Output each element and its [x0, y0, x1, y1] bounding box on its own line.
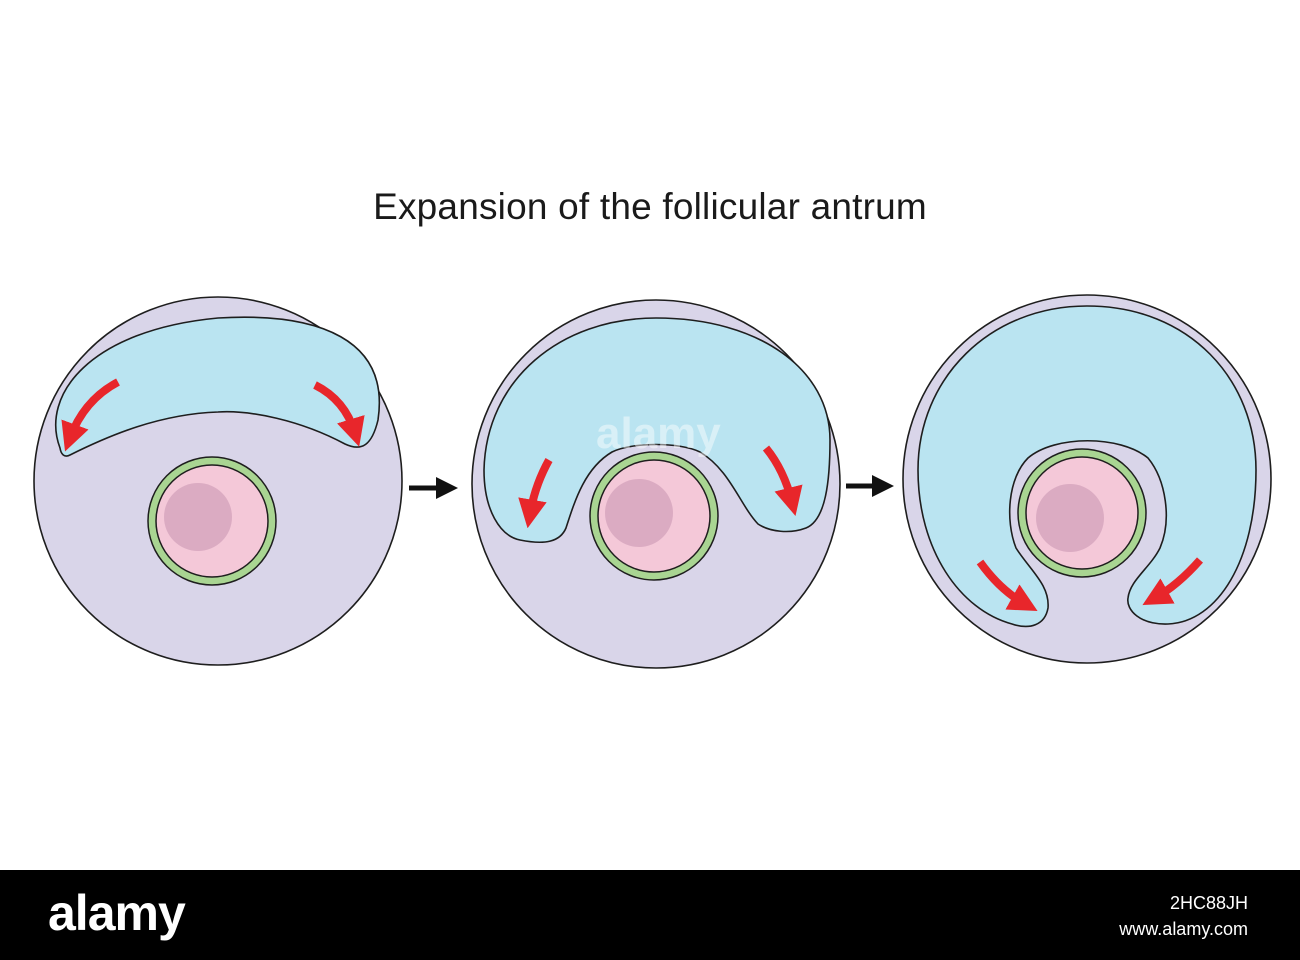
follicle-stage-1: [33, 296, 403, 666]
watermark: alamy: [596, 409, 721, 458]
follicular-antrum: [917, 305, 1257, 628]
footer-bar: alamy 2HC88JH www.alamy.com: [0, 870, 1300, 960]
follicular-antrum: [483, 317, 831, 544]
oocyte-nucleus: [164, 483, 232, 551]
stage-arrow-2: [846, 475, 894, 497]
stage-arrow-1: [409, 477, 458, 499]
red-arrow-left: [518, 458, 553, 529]
red-arrow-right: [1142, 557, 1204, 606]
red-arrow-left: [976, 559, 1038, 612]
footer-image-id: 2HC88JH: [1169, 893, 1248, 913]
footer-url: www.alamy.com: [1119, 919, 1248, 939]
follicle-diagram: alamy: [33, 294, 1272, 669]
follicle-stage-2: alamy: [471, 299, 841, 669]
oocyte-nucleus: [605, 479, 673, 547]
footer-image-info: 2HC88JH www.alamy.com: [1119, 890, 1248, 942]
red-arrow-right: [313, 381, 365, 447]
footer-logo: alamy: [48, 885, 186, 941]
diagram-title: Expansion of the follicular antrum: [373, 186, 927, 227]
red-arrow-right: [762, 445, 803, 516]
oocyte-nucleus: [1036, 484, 1104, 552]
red-arrow-left: [61, 378, 120, 452]
follicle-stage-3: [902, 294, 1272, 664]
